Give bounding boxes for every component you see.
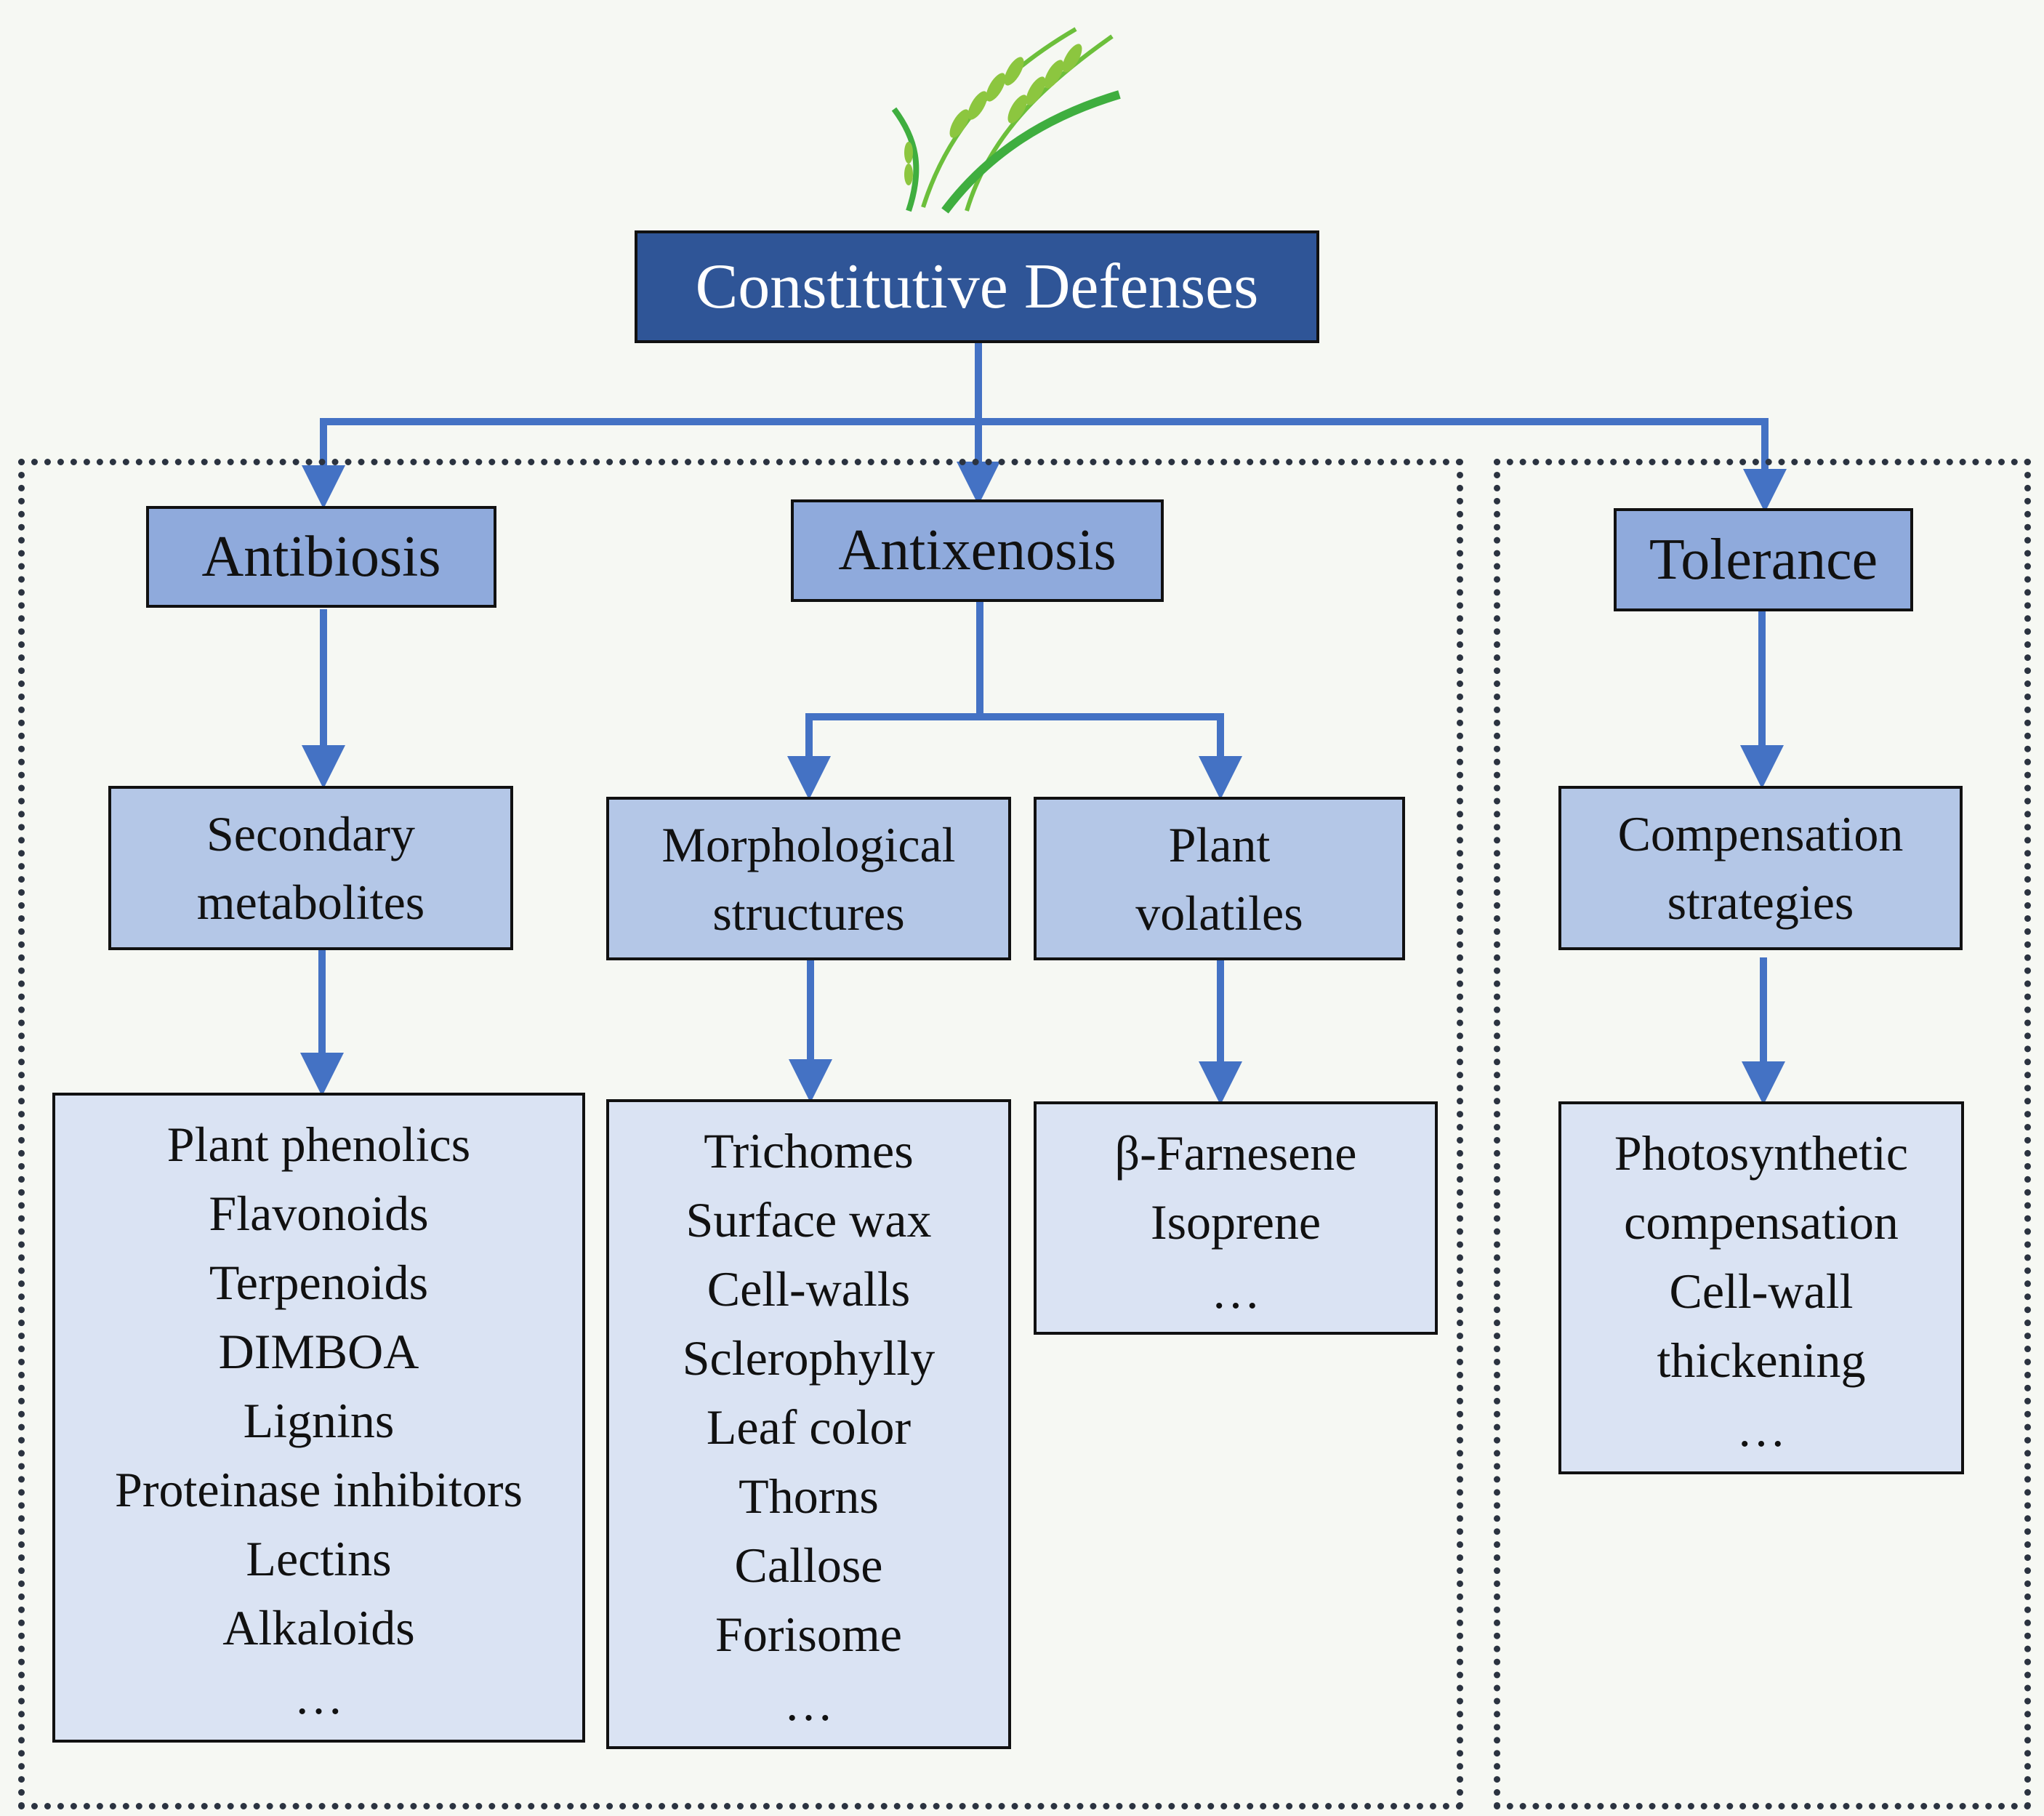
node-antixenosis: Antixenosis — [791, 499, 1164, 602]
list-secondary-metabolites: Plant phenolics Flavonoids Terpenoids DI… — [52, 1093, 585, 1743]
node-label: Secondary — [206, 806, 415, 861]
node-label: metabolites — [196, 875, 425, 930]
list-item: Alkaloids — [222, 1600, 415, 1655]
root-title: Constitutive Defenses — [695, 252, 1259, 322]
node-antibiosis: Antibiosis — [146, 506, 496, 608]
list-item: compensation — [1624, 1194, 1899, 1250]
node-label: strategies — [1667, 875, 1854, 930]
node-label: Antixenosis — [838, 518, 1116, 582]
node-label: volatiles — [1135, 885, 1303, 941]
node-label: Antibiosis — [201, 524, 441, 589]
list-item: Proteinase inhibitors — [115, 1462, 523, 1517]
list-item: Thorns — [739, 1469, 879, 1524]
node-label: Tolerance — [1649, 527, 1878, 592]
wheat-logo — [891, 27, 1121, 214]
node-label: Plant — [1168, 816, 1271, 872]
list-item: Flavonoids — [209, 1186, 429, 1241]
node-secondary-metabolites: Secondary metabolites — [108, 786, 513, 950]
node-label: Morphological — [661, 816, 956, 872]
list-item: Cell-walls — [707, 1261, 911, 1317]
list-item: Callose — [734, 1538, 883, 1593]
list-item: thickening — [1657, 1333, 1866, 1388]
list-item: … — [1211, 1263, 1260, 1319]
node-label: Compensation — [1617, 806, 1904, 861]
list-item: … — [1737, 1402, 1786, 1457]
antibiosis-antixenosis-group — [18, 459, 1463, 1809]
list-item: Isoprene — [1150, 1194, 1321, 1250]
list-item: Lignins — [243, 1393, 395, 1448]
list-item: β-Farnesene — [1114, 1125, 1357, 1181]
list-item: Forisome — [715, 1607, 902, 1662]
node-tolerance: Tolerance — [1614, 508, 1913, 611]
list-item: Surface wax — [685, 1192, 932, 1248]
connector-antixenosis-right — [980, 713, 1242, 800]
tolerance-group — [1494, 459, 2031, 1809]
list-item: … — [294, 1669, 344, 1724]
node-morphological-structures: Morphological structures — [606, 797, 1011, 960]
list-plant-volatiles: β-Farnesene Isoprene … — [1034, 1101, 1438, 1335]
node-plant-volatiles: Plant volatiles — [1034, 797, 1405, 960]
list-item: Plant phenolics — [166, 1117, 471, 1172]
list-item: Cell-wall — [1669, 1263, 1854, 1319]
node-compensation-strategies: Compensation strategies — [1558, 786, 1963, 950]
list-item: Photosynthetic — [1614, 1125, 1909, 1181]
list-item: Lectins — [246, 1531, 392, 1586]
root-node: Constitutive Defenses — [635, 230, 1319, 343]
list-item: Terpenoids — [209, 1255, 429, 1310]
list-morphological-structures: Trichomes Surface wax Cell-walls Sclerop… — [606, 1099, 1011, 1749]
list-item: DIMBOA — [218, 1324, 419, 1379]
node-label: structures — [712, 885, 905, 941]
list-item: Leaf color — [706, 1399, 912, 1455]
list-item: Trichomes — [704, 1123, 914, 1178]
list-item: Sclerophylly — [682, 1330, 936, 1386]
list-compensation-strategies: Photosynthetic compensation Cell-wall th… — [1558, 1101, 1964, 1474]
connector-antixenosis-split — [787, 602, 983, 800]
list-item: … — [784, 1676, 834, 1731]
